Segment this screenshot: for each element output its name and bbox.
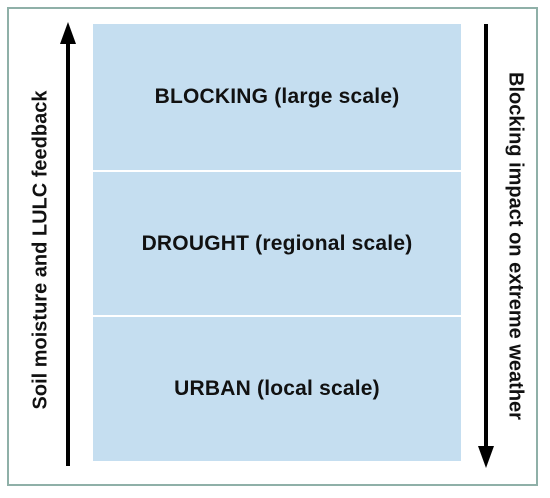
layer-urban-label: URBAN (local scale) <box>174 377 380 400</box>
left-axis-label: Soil moisture and LULC feedback <box>29 90 52 410</box>
layer-drought-label: DROUGHT (regional scale) <box>141 231 413 255</box>
layer-drought: DROUGHT (regional scale) <box>93 170 461 315</box>
layer-blocking-label: BLOCKING (large scale) <box>154 85 400 108</box>
layer-urban: URBAN (local scale) <box>93 315 461 461</box>
right-axis-label: Blocking impact on extreme weather <box>504 72 527 420</box>
layer-blocking: BLOCKING (large scale) <box>93 24 461 170</box>
left-up-arrow <box>60 22 76 466</box>
right-down-arrow <box>478 24 494 468</box>
scale-stack: BLOCKING (large scale) DROUGHT (regional… <box>93 24 461 461</box>
